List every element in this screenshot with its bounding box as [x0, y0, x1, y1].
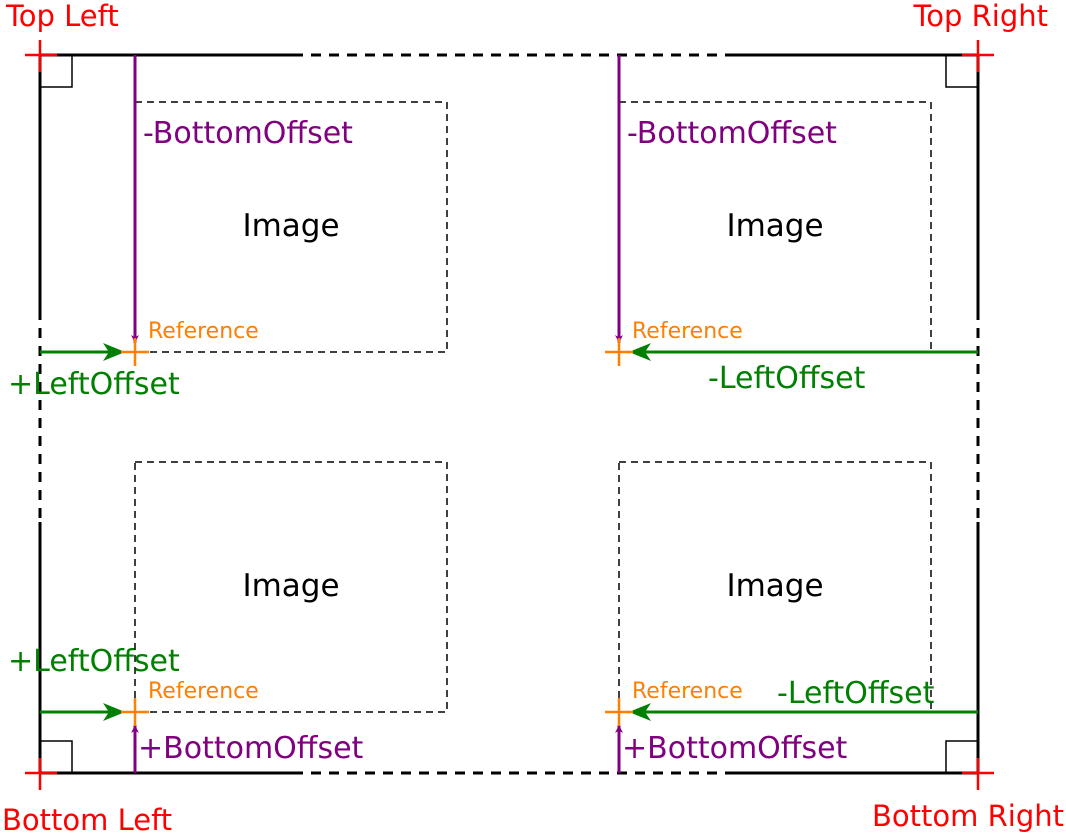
horizontal-offset-label-bottom-right: -LeftOffset — [777, 676, 935, 711]
corner-cross-bottom-right — [962, 758, 994, 790]
vertical-offset-label-top-left: -BottomOffset — [143, 116, 353, 151]
horizontal-offset-label-top-left: +LeftOffset — [8, 367, 180, 402]
horizontal-offset-head-top-right — [629, 343, 651, 361]
corner-square-bottom-left — [39, 740, 73, 774]
image-boxes — [134, 101, 932, 713]
corner-square-top-right — [945, 54, 979, 88]
vertical-offset-label-bottom-left: +BottomOffset — [138, 731, 364, 766]
image-box-bottom-left — [134, 461, 448, 713]
image-label-top-right: Image — [726, 208, 823, 244]
corner-label-top-right: Top Right — [912, 0, 1048, 33]
corner-square-bottom-right — [945, 740, 979, 774]
corner-cross-top-right — [962, 40, 994, 72]
corner-label-bottom-left: Bottom Left — [2, 803, 172, 836]
image-label-bottom-right: Image — [726, 568, 823, 604]
vertical-offset-label-top-right: -BottomOffset — [627, 116, 837, 151]
corner-cross-top-left — [25, 40, 57, 72]
reference-cross-top-left — [121, 338, 149, 366]
reference-label-top-left: Reference — [148, 319, 259, 344]
horizontal-offset-head-bottom-right — [629, 703, 651, 721]
image-box-bottom-right — [618, 461, 932, 713]
image-label-top-left: Image — [242, 208, 339, 244]
corner-label-bottom-right: Bottom Right — [872, 799, 1064, 833]
image-label-bottom-left: Image — [242, 568, 339, 604]
vertical-offset-label-bottom-right: +BottomOffset — [622, 731, 848, 766]
horizontal-offset-label-bottom-left: +LeftOffset — [8, 644, 180, 679]
horizontal-offset-head-top-left — [103, 343, 125, 361]
corner-square-top-left — [39, 54, 73, 88]
reference-label-bottom-left: Reference — [148, 679, 259, 704]
reference-cross-bottom-right — [605, 698, 633, 726]
corner-marks — [39, 54, 979, 774]
page-frame — [38, 53, 980, 775]
reference-label-top-right: Reference — [632, 319, 743, 344]
horizontal-offset-label-top-right: -LeftOffset — [708, 361, 866, 396]
corner-cross-bottom-left — [25, 758, 57, 790]
horizontal-offset-head-bottom-left — [103, 703, 125, 721]
reference-label-bottom-right: Reference — [632, 679, 743, 704]
reference-cross-bottom-left — [121, 698, 149, 726]
corner-label-top-left: Top Left — [5, 0, 119, 33]
reference-cross-top-right — [605, 338, 633, 366]
